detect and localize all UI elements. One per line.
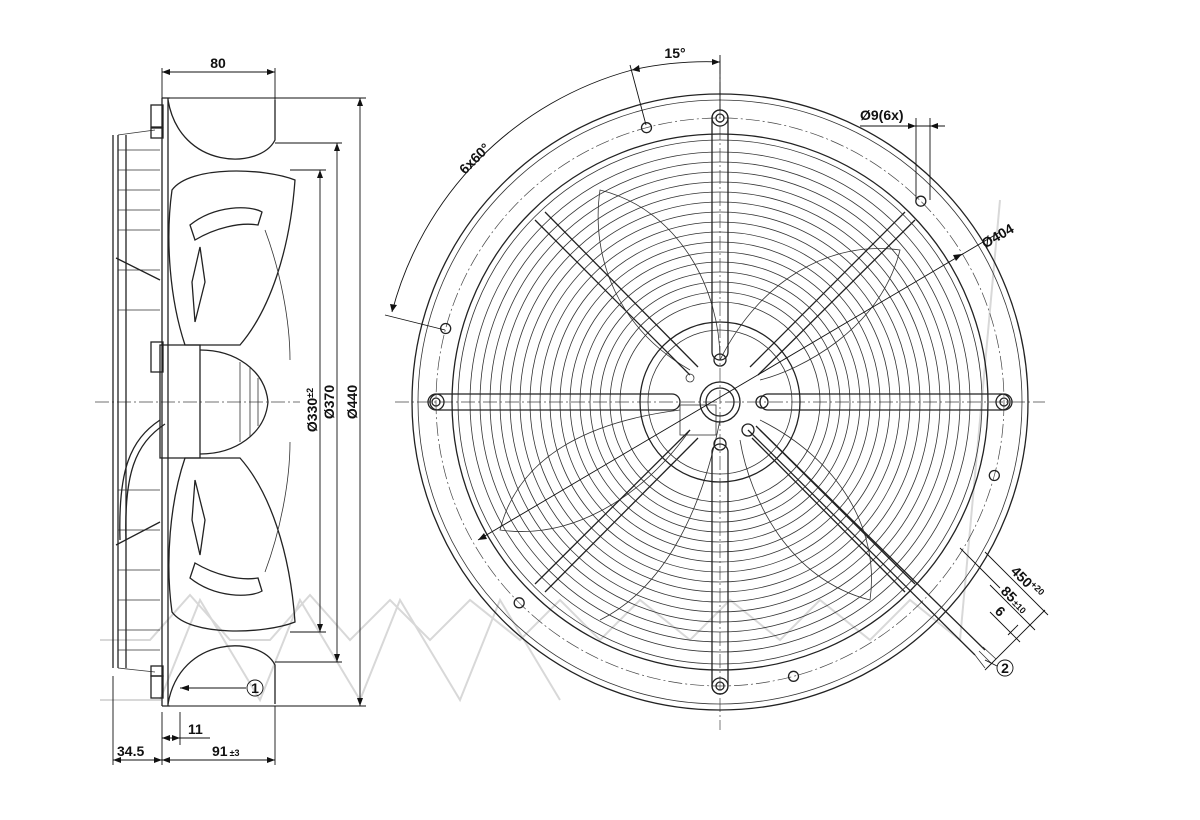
mounting-hole [640,122,653,134]
mounting-hole [988,469,1000,482]
guard-ring [559,241,881,563]
guard-ring [569,251,871,553]
watermark [100,199,1001,703]
guard-ring [619,301,821,503]
flange-bolt-icon [150,104,164,699]
guard-grille [112,135,127,668]
guard-ring [579,261,861,543]
nozzle-lower [167,645,276,705]
guard-ring [479,161,961,643]
nameplate [679,404,717,436]
dim-d330: Ø330±2 [304,388,320,432]
cable-gland-icon [741,423,755,437]
mounting-hole [440,322,452,335]
motor-hub-front [639,321,801,483]
mounting-flange [161,98,169,706]
guard-ring [499,181,941,623]
dim-hole-d9: Ø9(6x) [860,107,904,123]
dim-d440: Ø440 [344,385,360,419]
mounting-hole [915,195,927,207]
mounting-hole-icon [440,122,1000,682]
guard-ring [489,171,951,633]
side-view: 80 Ø330±2 Ø370 Ø440 11 34.5 91±3 1 [95,55,366,765]
dim-offset-11: 11 [188,721,203,737]
dim-angle-15: 15° [664,45,685,61]
mounting-hole [787,670,800,682]
guard-ring [539,221,901,583]
front-cable [747,429,976,656]
dim-offset-34-5: 34.5 [117,743,144,759]
dim-angle-6x60: 6x60° [456,140,493,177]
motor-hub [159,344,201,459]
dim-depth-91: 91±3 [212,743,240,759]
callout-1: 1 [251,680,259,696]
guard-ring [509,191,931,613]
guard-ring [609,291,831,513]
dim-wire-end-6: 6 [992,603,1009,620]
callout-2: 2 [1001,660,1009,676]
front-dimensions [384,55,1049,677]
guard-ring [529,211,911,593]
guard-ring [469,151,971,653]
side-cable [119,419,161,541]
guard-rings-front [469,151,971,653]
bolt-circle [435,117,1005,687]
guard-ring [599,281,841,523]
front-view: 15° 6x60° Ø9(6x) Ø404 450+20 85±10 6 2 [384,45,1049,730]
dim-depth-80: 80 [210,55,226,71]
side-dimensions [112,68,366,765]
dim-d370: Ø370 [321,385,337,419]
fan-blade-icon [168,170,296,632]
guard-ring [589,271,851,533]
nozzle-upper [167,99,276,160]
guard-rings [118,149,160,651]
front-blade-icon [499,189,901,621]
mounting-hole [513,597,525,609]
guard-ring [549,231,891,573]
nozzle-ring [451,133,989,671]
strut-bolt-icon [427,109,1013,695]
guard-ring [519,201,921,603]
